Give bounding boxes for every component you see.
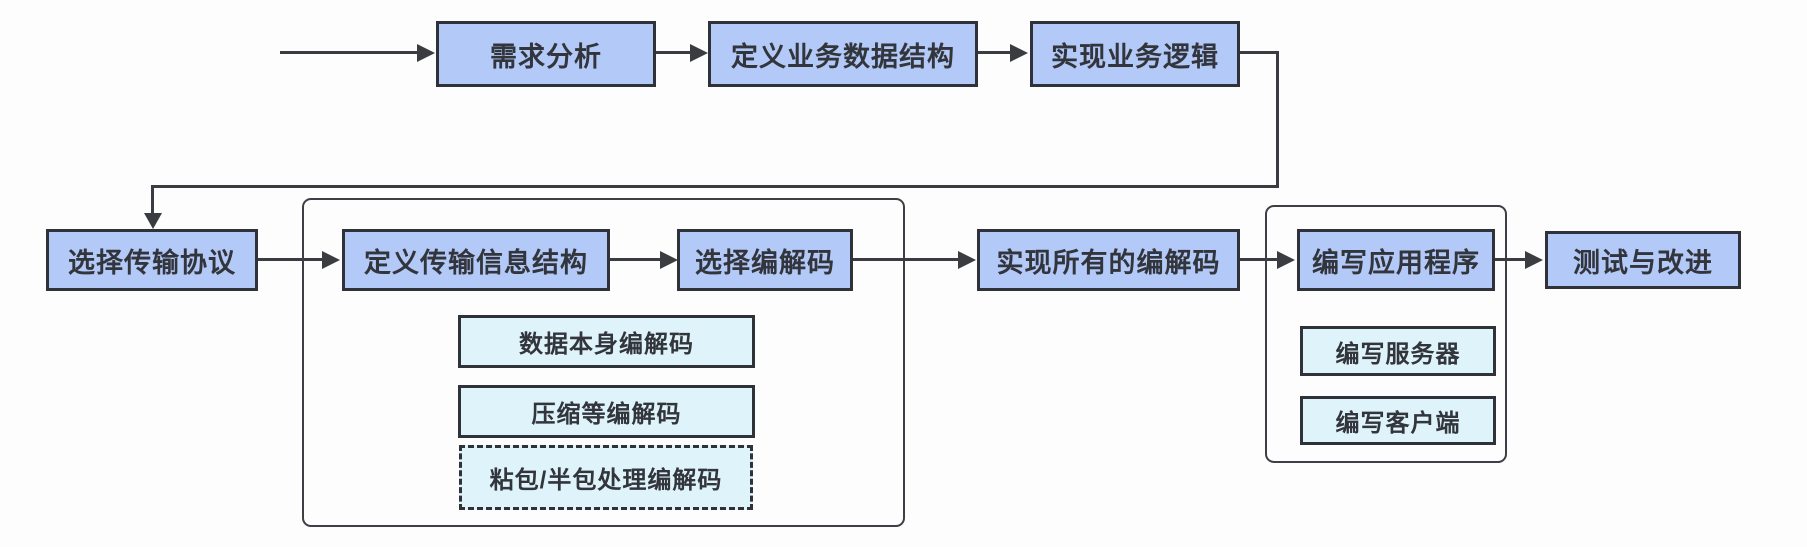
edge-line bbox=[1276, 51, 1279, 188]
edge-line bbox=[656, 51, 692, 54]
edge-line bbox=[151, 185, 154, 214]
edge-start-line bbox=[280, 51, 419, 54]
edge-line bbox=[853, 258, 960, 261]
edge-line bbox=[610, 258, 662, 261]
edge-line bbox=[978, 51, 1012, 54]
subnode-write-client: 编写客户端 bbox=[1300, 396, 1496, 445]
node-select-codec: 选择编解码 bbox=[677, 229, 853, 291]
arrow-right-icon bbox=[690, 44, 708, 62]
edge-line bbox=[258, 258, 324, 261]
edge-line bbox=[1495, 258, 1527, 261]
node-implement-business-logic: 实现业务逻辑 bbox=[1030, 21, 1240, 87]
arrow-right-icon bbox=[1525, 251, 1543, 269]
node-write-application: 编写应用程序 bbox=[1297, 229, 1495, 291]
edge-line bbox=[1240, 51, 1279, 54]
node-implement-all-codecs: 实现所有的编解码 bbox=[977, 229, 1240, 291]
subnode-write-server: 编写服务器 bbox=[1300, 326, 1496, 376]
edge-line bbox=[151, 185, 1279, 188]
subnode-data-codec: 数据本身编解码 bbox=[458, 315, 755, 368]
group-codec-container bbox=[302, 198, 905, 527]
node-define-business-data-structure: 定义业务数据结构 bbox=[708, 21, 978, 87]
arrow-down-icon bbox=[144, 213, 162, 229]
subnode-compression-codec: 压缩等编解码 bbox=[458, 385, 755, 438]
group-application-container bbox=[1265, 205, 1507, 463]
arrow-right-icon bbox=[322, 251, 340, 269]
node-requirements-analysis: 需求分析 bbox=[436, 21, 656, 87]
arrow-right-icon bbox=[417, 44, 435, 62]
arrow-right-icon bbox=[660, 251, 678, 269]
arrow-right-icon bbox=[1010, 44, 1028, 62]
node-select-transport-protocol: 选择传输协议 bbox=[46, 229, 258, 291]
arrow-right-icon bbox=[958, 251, 976, 269]
subnode-packet-split-codec: 粘包/半包处理编解码 bbox=[459, 445, 753, 510]
arrow-right-icon bbox=[1277, 251, 1295, 269]
node-test-and-improve: 测试与改进 bbox=[1545, 231, 1741, 289]
node-define-transport-message-structure: 定义传输信息结构 bbox=[342, 229, 610, 291]
edge-line bbox=[1240, 258, 1279, 261]
